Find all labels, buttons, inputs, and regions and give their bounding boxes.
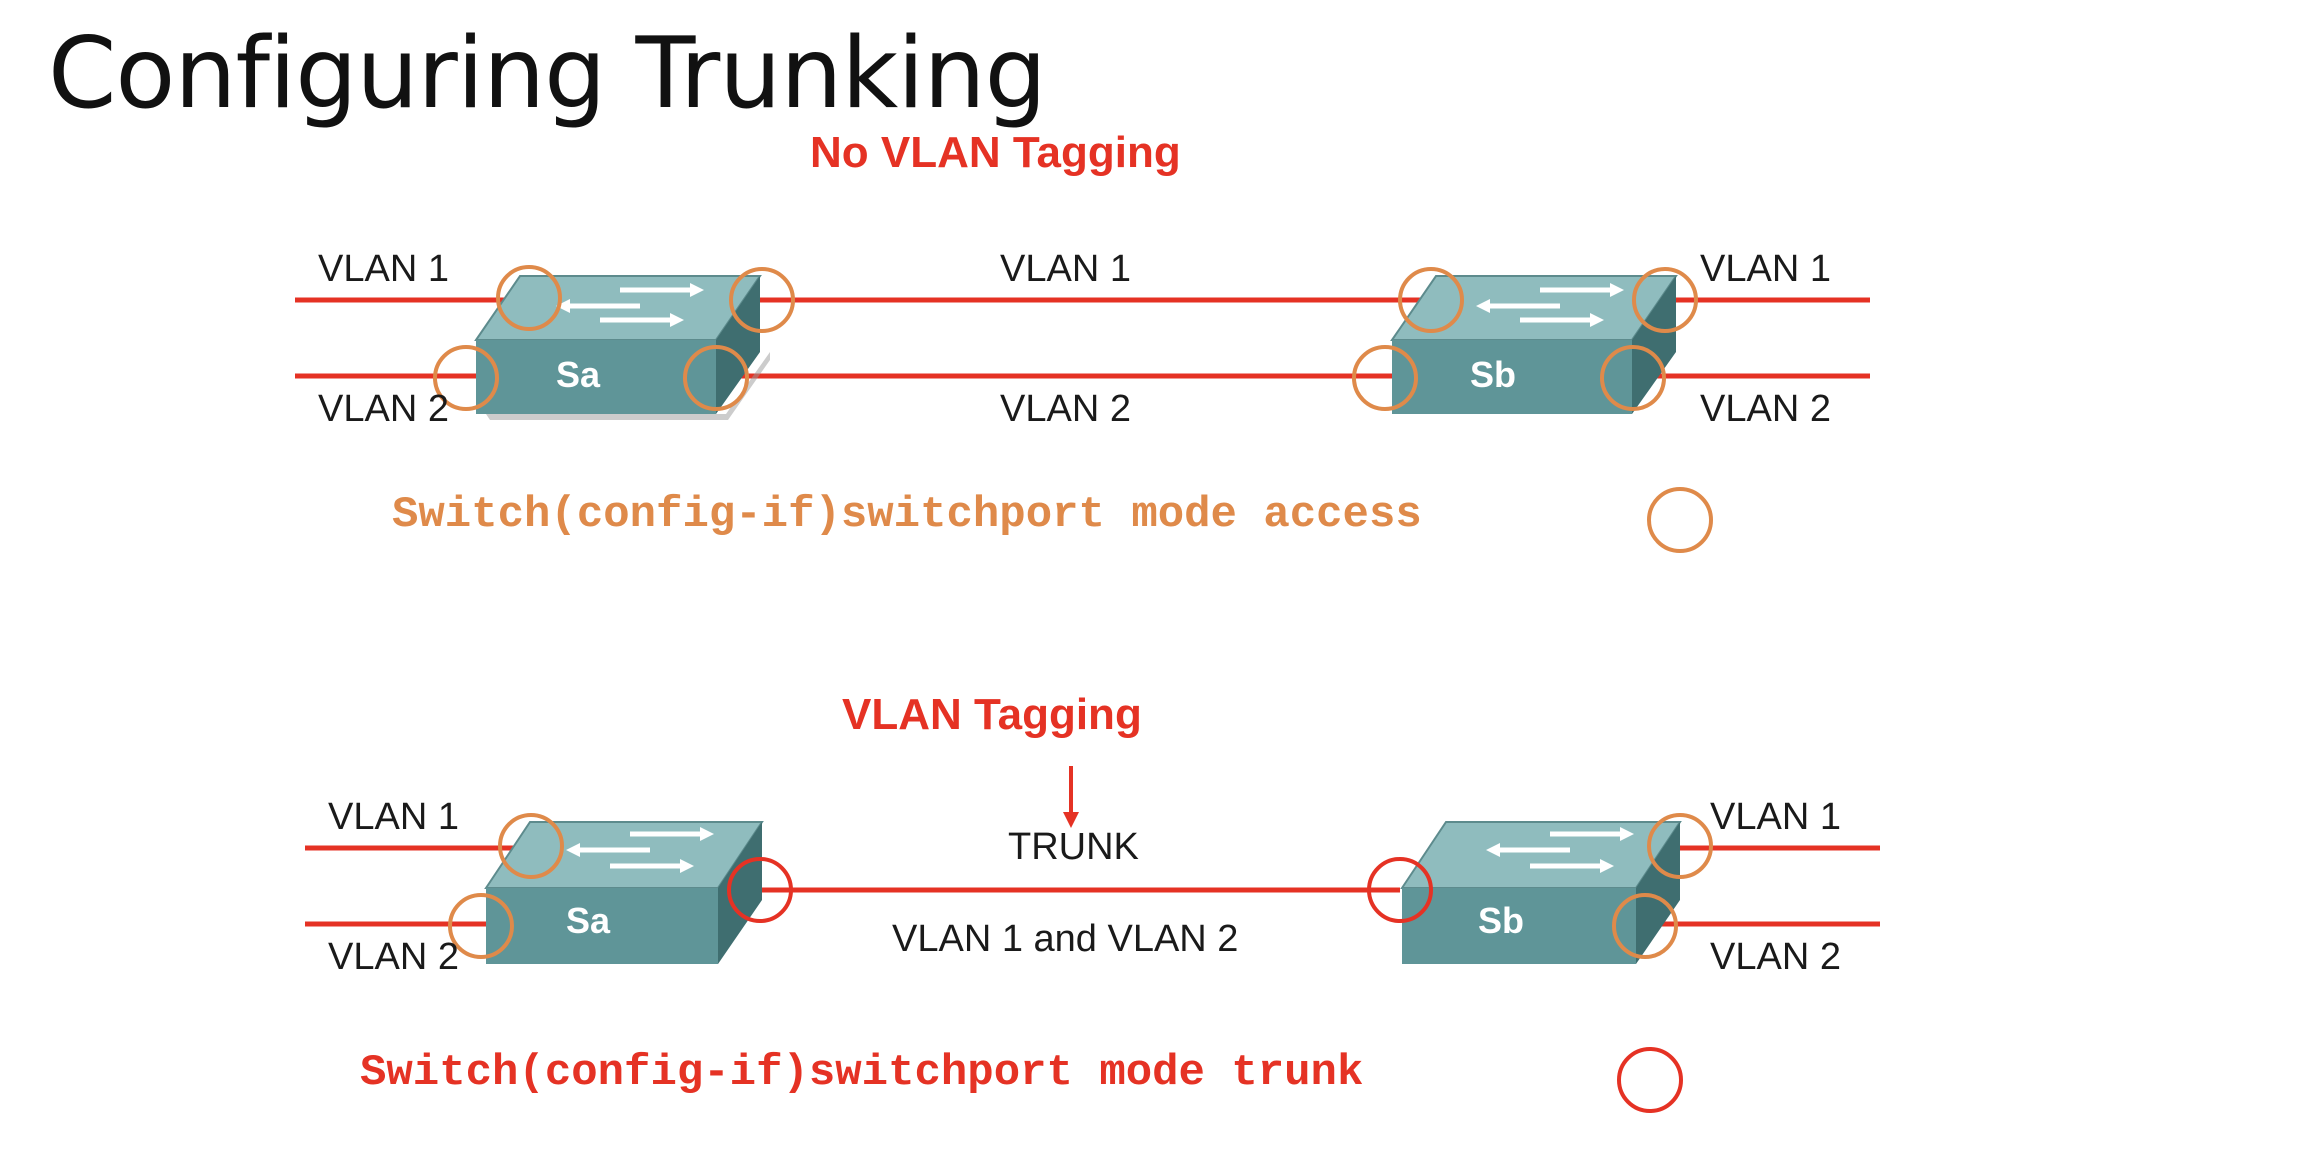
- access-middle-vlan1-label: VLAN 1: [1000, 248, 1131, 290]
- access-left-vlan2-label: VLAN 2: [318, 388, 449, 430]
- trunk-left-vlan2-label: VLAN 2: [328, 936, 459, 978]
- access-port-markers: [433, 265, 1713, 553]
- access-left-vlan1-label: VLAN 1: [318, 248, 449, 290]
- trunk-label: TRUNK: [1008, 826, 1139, 868]
- trunk-command: Switch(config-if)switchport mode trunk: [360, 1048, 1364, 1098]
- trunk-heading: VLAN Tagging: [842, 690, 1142, 739]
- trunk-right-vlan1-label: VLAN 1: [1710, 796, 1841, 838]
- trunk-left-vlan1-label: VLAN 1: [328, 796, 459, 838]
- slide-title: Configuring Trunking: [48, 17, 1047, 131]
- access-command: Switch(config-if)switchport mode access: [392, 490, 1422, 540]
- trunk-switch-sb-label: Sb: [1478, 900, 1525, 941]
- trunk-right-vlan2-label: VLAN 2: [1710, 936, 1841, 978]
- access-switch-sb-label: Sb: [1470, 354, 1517, 395]
- tagging-arrow: [1063, 766, 1079, 828]
- access-right-vlan1-label: VLAN 1: [1700, 248, 1831, 290]
- trunk-access-port-markers: [448, 813, 1713, 959]
- access-switch-sa-label: Sa: [556, 354, 601, 395]
- switch-sb-trunk: [1400, 821, 1682, 964]
- trunk-switch-sa-label: Sa: [566, 900, 611, 941]
- trunk-port-markers: [727, 857, 1683, 1113]
- access-middle-vlan2-label: VLAN 2: [1000, 388, 1131, 430]
- access-right-vlan2-label: VLAN 2: [1700, 388, 1831, 430]
- switch-sa-trunk: [484, 821, 764, 964]
- access-heading: No VLAN Tagging: [810, 128, 1181, 177]
- trunk-vlans-label: VLAN 1 and VLAN 2: [892, 918, 1239, 960]
